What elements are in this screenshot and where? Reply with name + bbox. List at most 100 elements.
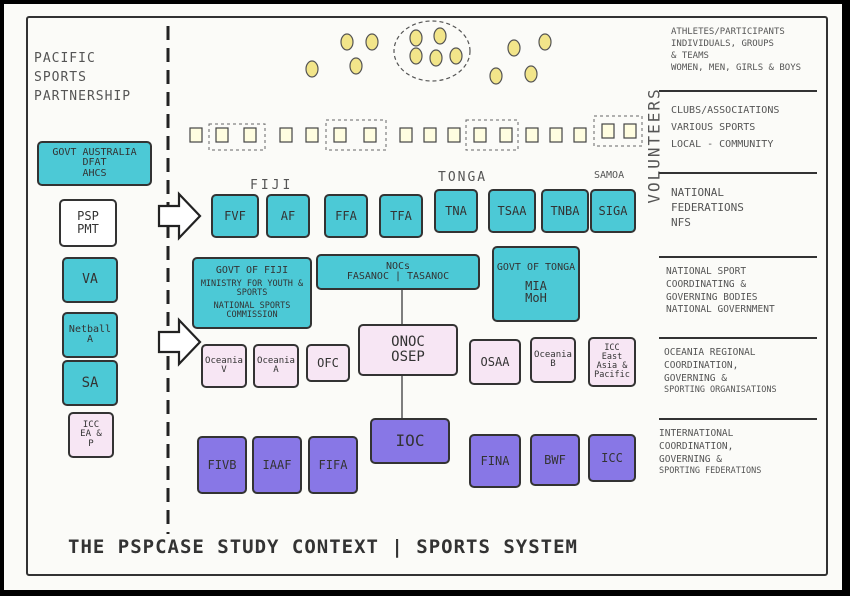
level-line: INTERNATIONAL <box>659 428 734 439</box>
govt-tonga-box: GOVT OF TONGA MIA MoH <box>492 246 580 322</box>
ioc-box: IOC <box>370 418 450 464</box>
nf-box: FVF <box>211 194 259 238</box>
international-box: ICC <box>588 434 636 482</box>
level-line: COORDINATION, <box>664 359 739 371</box>
regional-box: OFC <box>306 344 350 382</box>
international-box: FIVB <box>197 436 247 494</box>
box-line: VA <box>82 272 98 288</box>
level-line: GOVERNING & <box>664 372 727 384</box>
level-line: FEDERATIONS <box>671 200 744 214</box>
level-line: NATIONAL GOVERNMENT <box>666 304 775 316</box>
level-separator <box>659 418 817 420</box>
box-line: PSP <box>77 209 99 224</box>
level-line: LOCAL - COMMUNITY <box>671 139 774 150</box>
level-line: CLUBS/ASSOCIATIONS <box>671 105 780 116</box>
govt-australia-box: GOVT AUSTRALIA DFAT AHCS <box>37 141 152 186</box>
level-line: NATIONAL <box>671 186 724 199</box>
level-line: ATHLETES/PARTICIPANTS <box>671 27 785 37</box>
left-title-line: PARTNERSHIP <box>34 88 132 104</box>
level-line: INDIVIDUALS, GROUPS <box>671 39 774 50</box>
level-line: GOVERNING & <box>659 453 722 465</box>
level-line: WOMEN, MEN, GIRLS & BOYS <box>671 63 802 74</box>
level-international: INTERNATIONAL COORDINATION, GOVERNING & … <box>659 428 761 478</box>
country-label-samoa: SAMOA <box>594 170 625 181</box>
level-line: OCEANIA REGIONAL <box>664 347 756 358</box>
box-line: ICC <box>82 419 100 430</box>
level-line: VARIOUS SPORTS <box>671 122 756 133</box>
box-line: SA <box>81 374 99 391</box>
level-national-sport: NATIONAL SPORT COORDINATING & GOVERNING … <box>666 266 775 317</box>
international-box: FINA <box>469 434 521 488</box>
nf-box: TSAA <box>488 189 536 233</box>
level-athletes: ATHLETES/PARTICIPANTS INDIVIDUALS, GROUP… <box>671 26 801 75</box>
volunteers-label: VOLUNTEERS <box>644 87 664 204</box>
box-line: East <box>601 352 623 363</box>
nf-box: FFA <box>324 194 368 238</box>
box-line: PMT <box>77 222 99 236</box>
nf-box: TNA <box>434 189 478 233</box>
box-line: Asia & <box>596 361 628 371</box>
box-line: A <box>86 334 94 345</box>
country-label-tonga: TONGA <box>438 170 488 185</box>
psp-pmt-box: PSP PMT <box>59 199 117 247</box>
country-label-fiji: FIJI <box>250 178 294 193</box>
box-line: EA & <box>80 429 102 440</box>
box-line: Oceania <box>534 349 572 360</box>
regional-box: ICC East Asia & Pacific <box>588 337 636 387</box>
box-line: AHCS <box>82 167 107 179</box>
box-line: OFC <box>317 355 339 370</box>
box-line: GOVT AUSTRALIA <box>52 146 137 158</box>
box-line: MINISTRY FOR YOUTH & SPORTS <box>200 278 304 298</box>
box-line: Pacific <box>594 369 630 380</box>
box-line: GOVT OF TONGA <box>496 262 576 274</box>
regional-box: OSAA <box>469 339 521 385</box>
box-line: A <box>273 365 279 375</box>
left-title-line: SPORTS <box>34 69 87 85</box>
box-line: Oceania <box>257 355 295 366</box>
footer-title: THE PSPCASE STUDY CONTEXT | SPORTS SYSTE… <box>68 536 578 558</box>
level-national-federations: NATIONAL FEDERATIONS NFs <box>671 186 744 231</box>
box-line: V <box>221 365 227 375</box>
box-line: B <box>550 359 556 369</box>
box-line: GOVT OF FIJI <box>215 265 289 277</box>
international-box: FIFA <box>308 436 358 494</box>
box-line: NATIONAL SPORTS COMMISSION <box>213 300 291 320</box>
box-line: MIA <box>525 278 547 293</box>
level-line: NFs <box>671 215 691 229</box>
va-box: VA <box>62 257 118 303</box>
level-oceania-regional: OCEANIA REGIONAL COORDINATION, GOVERNING… <box>664 347 777 397</box>
nf-box: AF <box>266 194 310 238</box>
level-separator <box>659 172 817 174</box>
box-line: P <box>88 438 94 449</box>
nf-box: TFA <box>379 194 423 238</box>
box-line: ONOC <box>391 334 425 351</box>
diagram-lines <box>157 20 643 534</box>
box-line: OSEP <box>391 349 425 365</box>
level-line: SPORTING FEDERATIONS <box>659 466 762 477</box>
nf-box: SIGA <box>590 189 636 233</box>
box-line: ICC <box>604 343 620 354</box>
nocs-title: NOCs <box>385 260 411 272</box>
box-line: Oceania <box>205 355 243 366</box>
box-line: MoH <box>525 291 547 306</box>
box-line: DFAT <box>82 157 107 169</box>
nocs-box: NOCs FASANOC | TASANOC <box>316 254 480 290</box>
level-separator <box>659 90 817 92</box>
level-separator <box>659 256 817 258</box>
box-line: OSAA <box>480 354 510 369</box>
diagram-canvas: PACIFIC SPORTS PARTNERSHIP GOVT AUSTRALI… <box>4 4 842 590</box>
level-line: SPORTING ORGANISATIONS <box>664 385 777 396</box>
sa-box: SA <box>62 360 118 406</box>
nocs-divider: | <box>394 271 402 282</box>
nf-box: TNBA <box>541 189 589 233</box>
netball-a-box: Netball A <box>62 312 118 358</box>
icc-ea-p-box: ICC EA & P <box>68 412 114 458</box>
international-box: BWF <box>530 434 580 486</box>
left-title: PACIFIC SPORTS PARTNERSHIP <box>34 50 131 107</box>
level-separator <box>659 337 817 339</box>
govt-fiji-box: GOVT OF FIJI MINISTRY FOR YOUTH & SPORTS… <box>192 257 312 329</box>
